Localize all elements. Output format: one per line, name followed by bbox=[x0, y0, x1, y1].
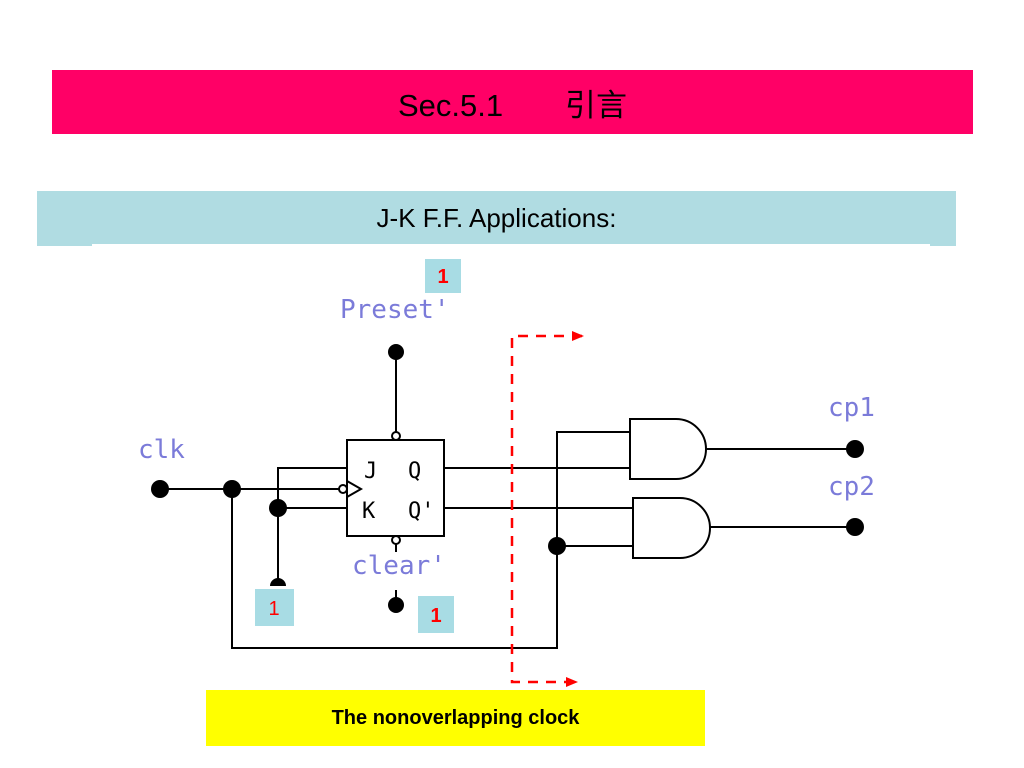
clear-value-box bbox=[418, 596, 454, 633]
preset-label: Preset' bbox=[340, 295, 450, 325]
clear-bubble bbox=[391, 535, 401, 545]
and-gate-2 bbox=[632, 497, 711, 559]
preset-value-box bbox=[425, 259, 461, 293]
cp2-label: cp2 bbox=[828, 472, 875, 502]
preset-bubble bbox=[391, 431, 401, 441]
jk-value-box bbox=[255, 589, 294, 626]
clk-label: clk bbox=[138, 435, 185, 465]
jk-flipflop-box bbox=[346, 439, 445, 537]
slide-subtitle: J-K F.F. Applications: bbox=[376, 203, 617, 233]
cp2-terminal bbox=[846, 518, 864, 536]
preset-terminal bbox=[388, 344, 404, 360]
j-input-wire bbox=[277, 467, 347, 508]
cp1-label: cp1 bbox=[828, 393, 875, 423]
clock-triangle bbox=[346, 480, 364, 498]
dashed-arrow-top-head bbox=[572, 331, 584, 341]
caption-text: The nonoverlapping clock bbox=[331, 706, 580, 729]
clk-to-and1-wire bbox=[556, 431, 630, 546]
clear-value: 1 bbox=[430, 605, 441, 627]
subtitle-banner: J-K F.F. Applications: bbox=[37, 191, 956, 246]
pin-qnot-label: Q' bbox=[408, 499, 435, 524]
preset-value: 1 bbox=[437, 266, 448, 288]
subtitle-underline bbox=[92, 244, 930, 248]
clk-bus-junction bbox=[548, 537, 566, 555]
pin-k-label: K bbox=[362, 499, 376, 524]
jk-value: 1 bbox=[268, 598, 279, 620]
pin-j-label: J bbox=[364, 459, 377, 484]
dashed-arrow-bottom-head bbox=[566, 677, 578, 687]
cp1-terminal bbox=[846, 440, 864, 458]
and-gate-1 bbox=[629, 418, 707, 480]
clock-bubble bbox=[338, 484, 348, 494]
pin-q-label: Q bbox=[408, 459, 421, 484]
jk-terminal bbox=[270, 578, 286, 586]
slide-title: Sec.5.1 引言 bbox=[397, 87, 628, 123]
title-banner: Sec.5.1 引言 bbox=[52, 70, 973, 134]
clear-terminal bbox=[388, 597, 404, 613]
dashed-boundary bbox=[510, 334, 582, 684]
clk-feedback-wire bbox=[231, 489, 558, 649]
clear-label: clear' bbox=[352, 551, 446, 581]
caption-box: The nonoverlapping clock bbox=[206, 690, 705, 746]
